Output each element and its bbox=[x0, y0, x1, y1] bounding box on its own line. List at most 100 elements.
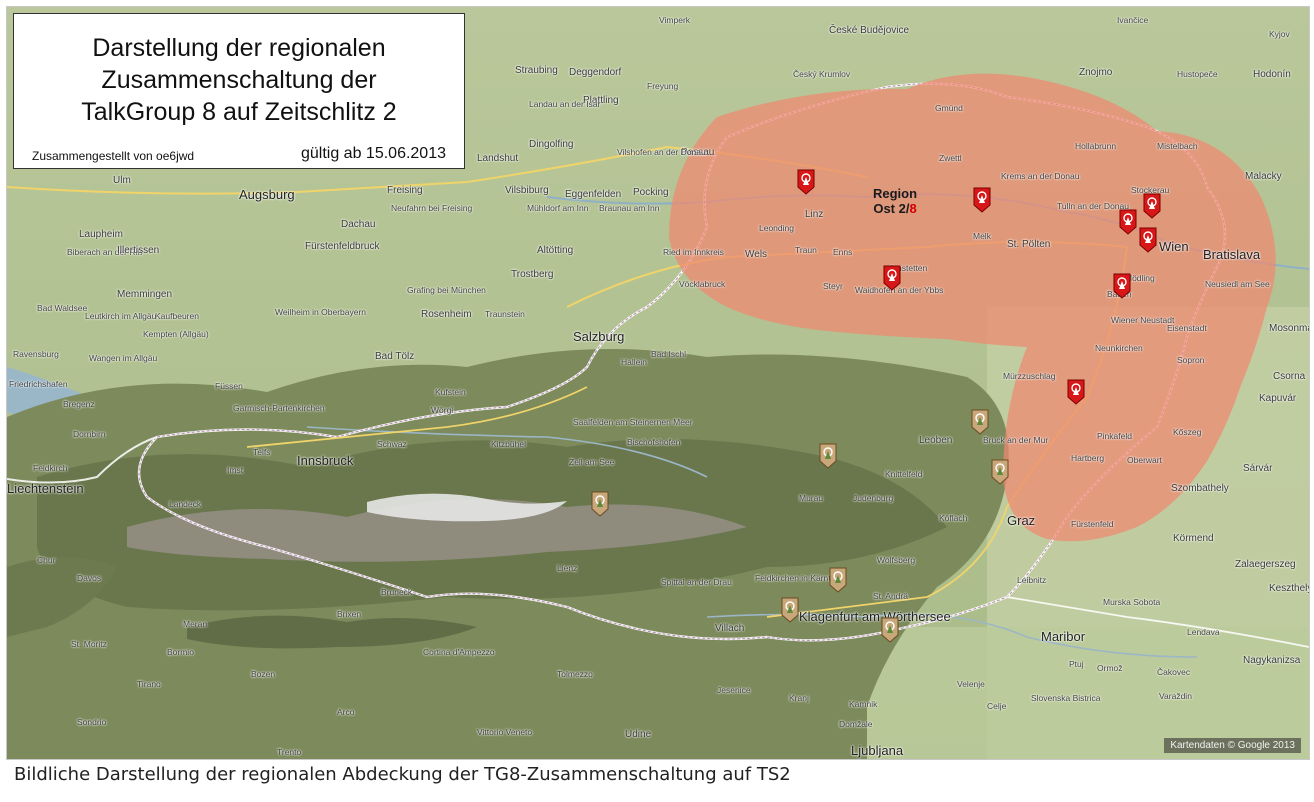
place-label: Fürstenfeldbruck bbox=[305, 241, 380, 252]
place-label: Mosonmagyaróvár bbox=[1269, 323, 1310, 334]
place-label: Ljubljana bbox=[851, 743, 904, 758]
place-label: Freising bbox=[387, 185, 423, 196]
place-label: Ravensburg bbox=[13, 349, 59, 359]
place-label: Landeck bbox=[169, 499, 202, 509]
repeater-marker-inactive[interactable] bbox=[971, 409, 989, 435]
place-label: Vittorio Veneto bbox=[477, 727, 533, 737]
place-label: Kempten (Allgäu) bbox=[143, 329, 209, 339]
place-label: Lendava bbox=[1187, 627, 1220, 637]
place-label: Braunau am Inn bbox=[599, 203, 660, 213]
repeater-marker-inactive[interactable] bbox=[781, 597, 799, 623]
place-label: Dachau bbox=[341, 219, 376, 230]
place-label: Wangen im Allgäu bbox=[89, 353, 158, 363]
place-label: Bad Tölz bbox=[375, 351, 415, 362]
place-label: Sondrio bbox=[77, 717, 107, 727]
place-label: Leoben bbox=[919, 435, 953, 446]
repeater-marker-active[interactable] bbox=[1113, 273, 1131, 299]
place-label: Bozen bbox=[251, 669, 276, 679]
place-label: Wolfsberg bbox=[877, 555, 916, 565]
legend-valid-from: gültig ab 15.06.2013 bbox=[300, 145, 446, 162]
place-label: Zell am See bbox=[569, 457, 615, 467]
place-label: Klagenfurt am Wörthersee bbox=[799, 609, 951, 624]
place-label: Knittelfeld bbox=[885, 469, 923, 479]
legend-title: Darstellung der regionalen Zusammenschal… bbox=[81, 34, 397, 126]
place-label: Varaždin bbox=[1159, 691, 1192, 701]
place-label: Čakovec bbox=[1157, 667, 1191, 677]
place-label: Bischofshofen bbox=[627, 437, 681, 447]
place-label: Feldkirchen in Kärnten bbox=[755, 573, 841, 583]
place-label: Zalaegerszeg bbox=[1235, 559, 1296, 570]
place-label: Trento bbox=[277, 747, 302, 757]
place-label: Murau bbox=[799, 493, 824, 503]
place-label: Cortina d'Ampezzo bbox=[423, 647, 495, 657]
map-attribution[interactable]: Kartendaten © Google 2013 bbox=[1164, 738, 1301, 753]
place-label: Landau an der Isar bbox=[529, 99, 601, 109]
place-label: Eggenfelden bbox=[565, 189, 622, 200]
place-label: Plattling bbox=[583, 95, 619, 106]
place-label: Leutkirch im Allgäu bbox=[85, 311, 157, 321]
place-label: Wiener Neustadt bbox=[1111, 315, 1175, 325]
repeater-marker-active[interactable] bbox=[883, 265, 901, 291]
place-label: Wörgl bbox=[431, 405, 454, 415]
place-label: Eisenstadt bbox=[1167, 323, 1207, 333]
legend-author: Zusammengestellt von oe6jwd bbox=[32, 149, 195, 163]
place-label: Schwaz bbox=[377, 439, 407, 449]
repeater-marker-inactive[interactable] bbox=[991, 459, 1009, 485]
place-label: Villach bbox=[715, 623, 745, 634]
image-caption: Bildliche Darstellung der regionalen Abd… bbox=[14, 764, 791, 785]
place-label: Memmingen bbox=[117, 289, 173, 300]
repeater-marker-inactive[interactable] bbox=[829, 567, 847, 593]
place-label: Kapuvár bbox=[1259, 393, 1297, 404]
region-label: Region Ost 2/8 bbox=[873, 186, 917, 216]
place-label: Vilsbiburg bbox=[505, 185, 549, 196]
repeater-marker-active[interactable] bbox=[1067, 379, 1085, 405]
place-label: Hustopeče bbox=[1177, 69, 1218, 79]
place-label: Mühldorf am Inn bbox=[527, 203, 589, 213]
region-ost-coverage bbox=[669, 73, 1276, 542]
place-label: Mistelbach bbox=[1157, 141, 1198, 151]
place-label: Fürstenfeld bbox=[1071, 519, 1114, 529]
place-label: Bad Waldsee bbox=[37, 303, 88, 313]
place-label: Tirano bbox=[137, 679, 161, 689]
map-base bbox=[7, 7, 1309, 759]
place-label: Melk bbox=[973, 231, 991, 241]
place-label: Tulln an der Donau bbox=[1057, 201, 1129, 211]
place-label: Liechtenstein bbox=[7, 481, 84, 496]
place-label: St. Moritz bbox=[71, 639, 107, 649]
place-label: Mürzzuschlag bbox=[1003, 371, 1056, 381]
place-label: Kitzbühel bbox=[491, 439, 526, 449]
place-label: Füssen bbox=[215, 381, 243, 391]
place-label: Bruck an der Mur bbox=[983, 435, 1049, 445]
place-label: Leibnitz bbox=[1017, 575, 1047, 585]
repeater-marker-inactive[interactable] bbox=[819, 443, 837, 469]
place-label: Neunkirchen bbox=[1095, 343, 1143, 353]
repeater-marker-active[interactable] bbox=[1119, 209, 1137, 235]
place-label: Grafing bei München bbox=[407, 285, 486, 295]
repeater-marker-active[interactable] bbox=[1143, 193, 1161, 219]
place-label: Zwettl bbox=[939, 153, 962, 163]
place-label: Celje bbox=[987, 701, 1007, 711]
place-label: Körmend bbox=[1173, 533, 1214, 544]
region-label-line2: Ost 2/ bbox=[873, 201, 910, 216]
place-label: Steyr bbox=[823, 281, 843, 291]
map-view[interactable]: České Budějovice Vimperk Znojmo Hodonín … bbox=[6, 6, 1310, 760]
repeater-marker-inactive[interactable] bbox=[591, 491, 609, 517]
place-label: Kaufbeuren bbox=[155, 311, 199, 321]
place-label: Murska Sobota bbox=[1103, 597, 1161, 607]
repeater-marker-active[interactable] bbox=[797, 169, 815, 195]
place-label: Lienz bbox=[557, 563, 578, 573]
place-label: Weilheim in Oberbayern bbox=[275, 307, 367, 317]
place-label: Traun bbox=[795, 245, 817, 255]
repeater-marker-active[interactable] bbox=[1139, 227, 1157, 253]
place-label: Ptuj bbox=[1069, 659, 1084, 669]
place-label: Kőszeg bbox=[1173, 427, 1202, 437]
place-label: Chur bbox=[37, 555, 56, 565]
repeater-marker-active[interactable] bbox=[973, 187, 991, 213]
place-label: Judenburg bbox=[853, 493, 894, 503]
place-label: Kranj bbox=[789, 693, 809, 703]
place-label: Kamnik bbox=[849, 699, 878, 709]
repeater-marker-inactive[interactable] bbox=[881, 617, 899, 643]
place-label: Arco bbox=[337, 707, 355, 717]
place-label: Hallein bbox=[621, 357, 647, 367]
place-label: Brixen bbox=[337, 609, 362, 619]
